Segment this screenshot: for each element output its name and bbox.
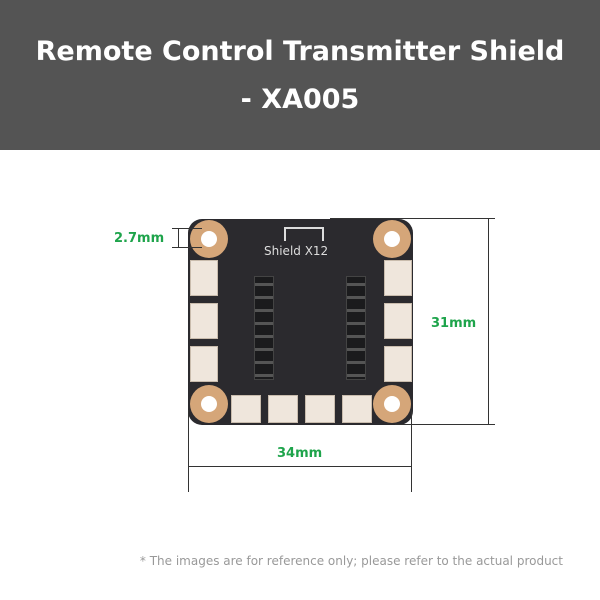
dimension-line — [188, 466, 412, 467]
connector — [231, 395, 261, 423]
dimension-line — [172, 228, 202, 229]
dimension-line — [188, 410, 189, 492]
product-board-image: Shield X12 — [188, 219, 413, 425]
title-banner: Remote Control Transmitter Shield - XA00… — [0, 0, 600, 150]
dimension-line — [395, 424, 495, 425]
dimension-line — [488, 218, 489, 425]
connector — [342, 395, 372, 423]
dimension-line — [178, 228, 179, 248]
disclaimer-note: * The images are for reference only; ple… — [139, 554, 563, 568]
board-label: Shield X12 — [264, 244, 329, 258]
connector — [190, 303, 218, 339]
connector — [384, 303, 412, 339]
mounting-hole — [373, 385, 411, 423]
connector — [305, 395, 335, 423]
hole-dimension-label: 2.7mm — [114, 231, 165, 246]
pin-header — [346, 276, 366, 380]
height-dimension-label: 31mm — [431, 316, 477, 331]
title-line-2: - XA005 — [240, 84, 360, 115]
connector — [190, 260, 218, 296]
pin-header — [254, 276, 274, 380]
dimension-line — [411, 410, 412, 492]
dimension-line — [330, 218, 495, 219]
title-line-1: Remote Control Transmitter Shield — [35, 36, 565, 67]
connector — [384, 260, 412, 296]
connector — [384, 346, 412, 382]
connector — [190, 346, 218, 382]
connector — [268, 395, 298, 423]
mounting-hole — [373, 220, 411, 258]
mounting-hole — [190, 385, 228, 423]
board-logo — [284, 227, 324, 241]
dimension-line — [172, 247, 202, 248]
width-dimension-label: 34mm — [277, 446, 323, 461]
mounting-hole — [190, 220, 228, 258]
